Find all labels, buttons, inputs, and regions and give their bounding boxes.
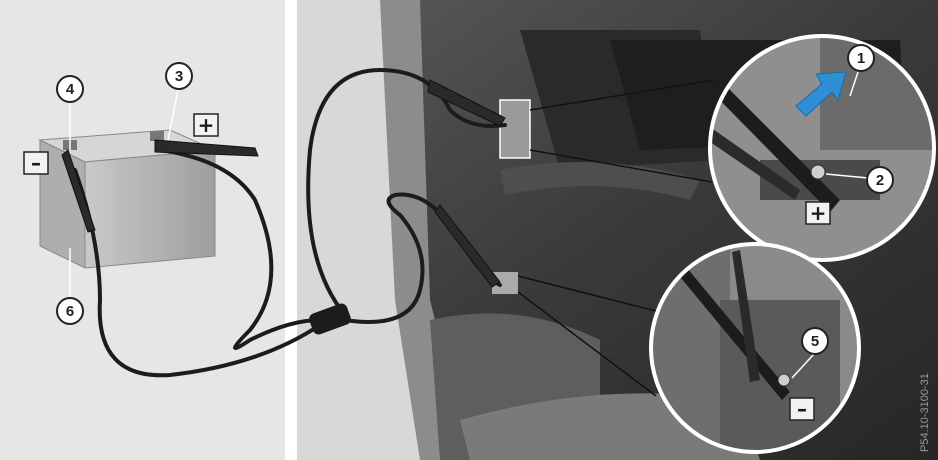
ground-bolt: [778, 374, 790, 386]
callout-2: 2: [867, 167, 893, 193]
terminal-minus-symbol: –: [797, 397, 807, 421]
battery-plus-symbol: +: [198, 113, 215, 137]
terminal-plus-sign: +: [806, 201, 830, 225]
callout-4-number: 4: [66, 81, 75, 98]
terminal-minus-sign: –: [790, 397, 814, 421]
callout-4: 4: [57, 76, 83, 102]
callout-5-number: 5: [811, 333, 819, 350]
callout-2-number: 2: [876, 172, 884, 189]
battery-front: [85, 150, 215, 268]
callout-3-number: 3: [175, 68, 183, 85]
callout-5: 5: [802, 328, 828, 354]
battery-positive-post: [150, 131, 164, 141]
positive-jump-point: [500, 100, 530, 158]
figure-reference-code: P54.10-3100-31: [919, 373, 931, 452]
callout-1-number: 1: [857, 50, 865, 67]
terminal-plus-symbol: +: [810, 201, 827, 225]
battery-minus-sign: –: [24, 151, 48, 175]
callout-3: 3: [166, 63, 192, 89]
callout-6-number: 6: [66, 303, 74, 320]
battery-minus-symbol: –: [31, 151, 41, 175]
battery-plus-sign: +: [194, 113, 218, 137]
callout-1: 1: [848, 45, 874, 71]
positive-terminal-bolt: [811, 165, 825, 179]
panel-divider: [285, 0, 297, 460]
callout-6: 6: [57, 298, 83, 324]
